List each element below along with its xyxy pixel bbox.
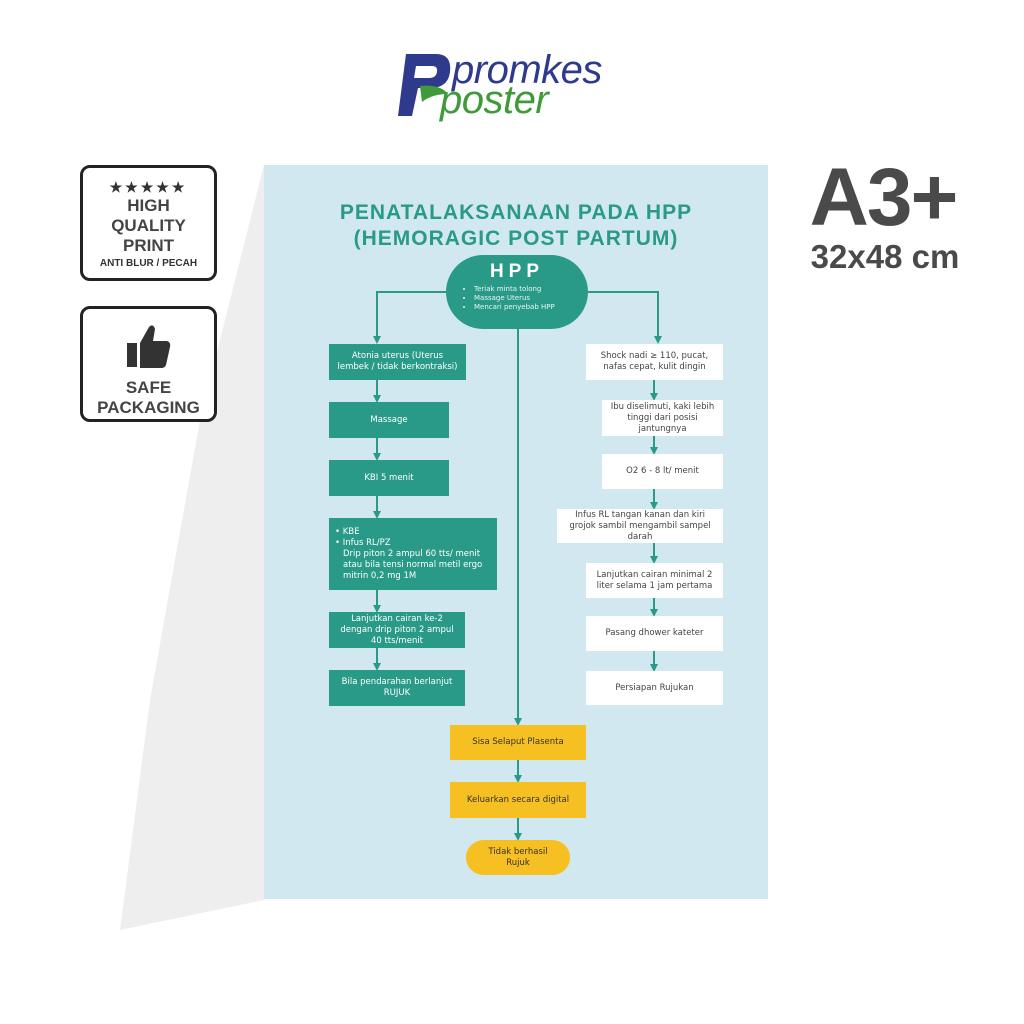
- badge-quality-subline: ANTI BLUR / PECAH: [99, 258, 198, 269]
- left-detail-bullet: • KBE: [335, 526, 360, 537]
- right-step-infus: Infus RL tangan kanan dan kiri grojok sa…: [557, 509, 723, 543]
- start-node-bullets: Teriak minta tolong Massage Uterus Menca…: [462, 285, 555, 312]
- left-detail-bullet: • Infus RL/PZ: [335, 537, 391, 548]
- size-dimensions: 32x48 cm: [810, 238, 960, 275]
- start-node-hpp: HPP Teriak minta tolong Massage Uterus M…: [446, 255, 588, 329]
- center-step-keluarkan: Keluarkan secara digital: [450, 782, 586, 818]
- poster-title-line1: PENATALAKSANAAN PADA HPP: [339, 201, 693, 224]
- left-detail-bullet-text: KBE: [342, 526, 360, 537]
- start-node-title: HPP: [489, 261, 545, 282]
- brand-logo: promkes poster: [392, 46, 642, 126]
- start-bullet: Mencari penyebab HPP: [474, 303, 555, 312]
- quality-badge: ★★★★★ HIGH QUALITY PRINT ANTI BLUR / PEC…: [80, 165, 217, 281]
- badge-quality-line1: HIGH: [127, 196, 170, 215]
- left-step-kbe-infus: • KBE • Infus RL/PZ Drip piton 2 ampul 6…: [329, 518, 497, 590]
- poster-title: PENATALAKSANAAN PADA HPP (HEMORAGIC POST…: [300, 200, 732, 252]
- left-detail-bullet-text: Infus RL/PZ: [342, 537, 391, 548]
- size-format: A3+: [809, 152, 959, 243]
- left-step-kbi: KBI 5 menit: [329, 460, 449, 496]
- thumbs-up-icon: [126, 325, 170, 368]
- right-step-kateter: Pasang dhower kateter: [586, 616, 723, 651]
- left-step-lanjutkan-cairan: Lanjutkan cairan ke-2 dengan drip piton …: [329, 612, 465, 648]
- packaging-badge: SAFE PACKAGING: [80, 306, 217, 422]
- end-node-line1: Tidak berhasil: [488, 846, 548, 857]
- badge-quality-line3: PRINT: [123, 236, 174, 255]
- badge-packaging-line2: PACKAGING: [97, 398, 200, 417]
- end-node-line2: Rujuk: [506, 857, 530, 868]
- badge-packaging-line1: SAFE: [125, 378, 172, 397]
- center-step-sisa-plasenta: Sisa Selaput Plasenta: [450, 725, 586, 760]
- right-step-shock: Shock nadi ≥ 110, pucat, nafas cepat, ku…: [586, 344, 723, 380]
- start-bullet: Teriak minta tolong: [474, 285, 555, 294]
- right-step-oksigen: O2 6 - 8 lt/ menit: [602, 454, 723, 489]
- poster-title-line2: (HEMORAGIC POST PARTUM): [353, 227, 679, 250]
- left-detail-text: Drip piton 2 ampul 60 tts/ menit atau bi…: [343, 548, 483, 581]
- start-bullet: Massage Uterus: [474, 294, 555, 303]
- left-detail-content: • KBE • Infus RL/PZ Drip piton 2 ampul 6…: [335, 527, 491, 582]
- stars-icon: ★★★★★: [109, 179, 188, 195]
- right-step-rujukan: Persiapan Rujukan: [586, 671, 723, 705]
- right-step-selimut: Ibu diselimuti, kaki lebih tinggi dari p…: [602, 400, 723, 436]
- left-step-rujuk: Bila pendarahan berlanjut RUJUK: [329, 670, 465, 706]
- left-step-massage: Massage: [329, 402, 449, 438]
- logo-word-poster: poster: [440, 78, 549, 122]
- badge-quality-line2: QUALITY: [111, 216, 186, 235]
- right-step-cairan: Lanjutkan cairan minimal 2 liter selama …: [586, 563, 723, 598]
- left-step-atonia: Atonia uterus (Uterus lembek / tidak ber…: [329, 344, 466, 380]
- logo-word-promkes: promkes: [452, 48, 602, 92]
- logo-mark-icon: [398, 54, 451, 116]
- end-node: Tidak berhasil Rujuk: [466, 840, 570, 875]
